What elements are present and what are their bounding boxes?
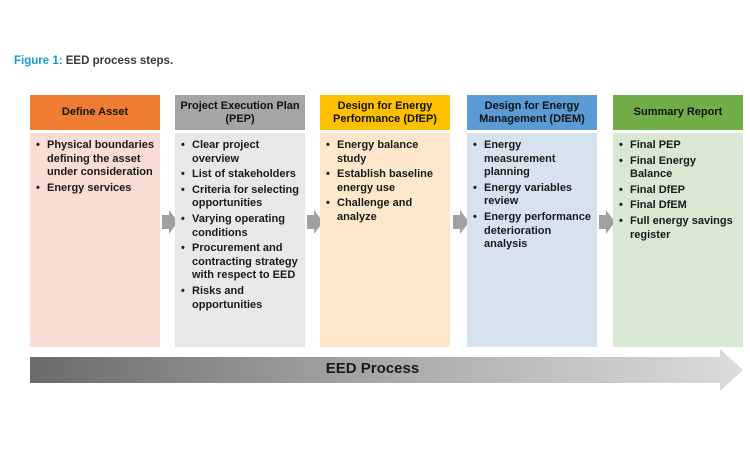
step-item: Energy performance deterioration analysi… <box>473 211 593 252</box>
step-dfep-title: Design for Energy Performance (DfEP) <box>320 95 450 130</box>
step-item: Clear project overview <box>181 139 301 166</box>
step-pep: Project Execution Plan (PEP) Clear proje… <box>175 95 305 347</box>
step-pep-title: Project Execution Plan (PEP) <box>175 95 305 130</box>
process-arrow-shape <box>30 349 743 391</box>
step-item: Risks and opportunities <box>181 285 301 312</box>
step-item: List of stakeholders <box>181 168 301 182</box>
step-item: Energy measurement planning <box>473 139 593 180</box>
step-item: Criteria for selecting opportunities <box>181 184 301 211</box>
figure-caption: Figure 1: EED process steps. <box>14 55 173 67</box>
step-item: Establish baseline energy use <box>326 168 446 195</box>
step-define-asset-title: Define Asset <box>30 95 160 130</box>
step-item: Energy services <box>36 182 156 196</box>
step-pep-body: Clear project overview List of stakehold… <box>175 133 305 347</box>
chevron-right-icon <box>453 210 469 234</box>
step-dfem-body: Energy measurement planning Energy varia… <box>467 133 597 347</box>
figure-caption-text: EED process steps. <box>65 55 174 67</box>
step-item: Physical boundaries defining the asset u… <box>36 139 156 180</box>
step-dfem: Design for Energy Management (DfEM) Ener… <box>467 95 597 347</box>
step-dfep-body: Energy balance study Establish baseline … <box>320 133 450 347</box>
step-item: Final DfEP <box>619 184 739 198</box>
step-define-asset: Define Asset Physical boundaries definin… <box>30 95 160 347</box>
process-label: EED Process <box>325 360 420 377</box>
step-summary-report-title: Summary Report <box>613 95 743 130</box>
step-summary-report-body: Final PEP Final Energy Balance Final DfE… <box>613 133 743 347</box>
chevron-right-icon <box>162 210 178 234</box>
step-define-asset-body: Physical boundaries defining the asset u… <box>30 133 160 347</box>
step-item: Final PEP <box>619 139 739 153</box>
chevron-right-icon <box>307 210 323 234</box>
step-item: Full energy savings register <box>619 215 739 242</box>
step-item: Challenge and analyze <box>326 197 446 224</box>
step-item: Final Energy Balance <box>619 155 739 182</box>
figure-caption-lead: Figure 1: <box>14 55 63 67</box>
step-item: Final DfEM <box>619 199 739 213</box>
step-dfep: Design for Energy Performance (DfEP) Ene… <box>320 95 450 347</box>
step-item: Energy variables review <box>473 182 593 209</box>
process-arrow: EED Process <box>30 347 745 393</box>
step-item: Procurement and contracting strategy wit… <box>181 242 301 283</box>
chevron-right-icon <box>599 210 615 234</box>
step-item: Varying operating conditions <box>181 213 301 240</box>
step-dfem-title: Design for Energy Management (DfEM) <box>467 95 597 130</box>
step-summary-report: Summary Report Final PEP Final Energy Ba… <box>613 95 743 347</box>
step-item: Energy balance study <box>326 139 446 166</box>
